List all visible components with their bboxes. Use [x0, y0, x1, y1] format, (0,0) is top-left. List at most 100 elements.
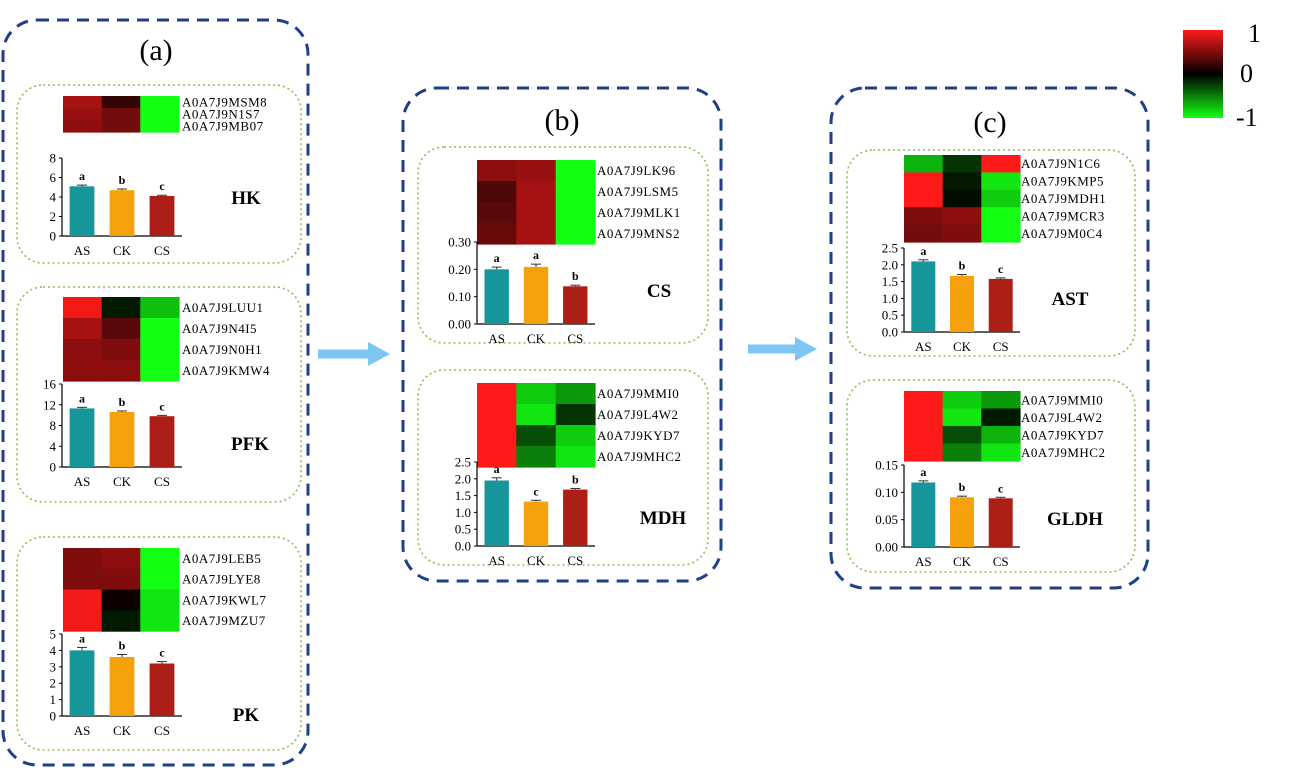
significance-letter: a — [533, 248, 539, 262]
heatmap — [63, 548, 180, 632]
y-tick-label: 3 — [50, 659, 57, 674]
significance-letter: a — [79, 391, 85, 405]
heatmap-cell — [555, 446, 596, 468]
significance-letter: c — [159, 179, 165, 193]
category-label: CS — [154, 723, 170, 738]
heatmap-cell — [555, 383, 596, 405]
heatmap-cell — [904, 426, 944, 445]
heatmap-cell — [942, 172, 982, 191]
enzyme-blocks: A0A7J9MSM8A0A7J9N1S7A0A7J9MB0702468aASbC… — [16, 84, 1136, 751]
color-scale-tick-mid: 0 — [1240, 59, 1253, 88]
enzyme-label: CS — [647, 281, 671, 302]
heatmap-cell — [63, 610, 103, 632]
significance-letter: c — [998, 262, 1004, 276]
category-label: CK — [113, 474, 132, 489]
category-label: CS — [567, 331, 583, 346]
color-scale-tick-min: -1 — [1236, 103, 1258, 132]
category-label: AS — [488, 331, 505, 346]
y-tick-label: 0.30 — [448, 235, 471, 250]
significance-letter: a — [920, 465, 926, 479]
gene-label: A0A7J9LK96 — [597, 163, 676, 178]
heatmap-cell — [140, 610, 180, 632]
enzyme-block-gldh: A0A7J9MMI0A0A7J9L4W2A0A7J9KYD7A0A7J9MHC2… — [846, 379, 1136, 573]
heatmap-cell — [101, 360, 141, 382]
bar-cs — [563, 286, 588, 324]
heatmap-cell — [477, 446, 517, 468]
y-tick-label: 0.00 — [875, 540, 898, 555]
heatmap-cell — [140, 318, 180, 340]
color-scale-tick-max: 1 — [1248, 19, 1261, 48]
enzyme-label: PK — [233, 705, 260, 726]
significance-letter: c — [998, 481, 1004, 495]
heatmap-cell — [63, 339, 103, 361]
heatmap-cell — [140, 120, 180, 133]
heatmap-cell — [904, 443, 944, 462]
category-label: CS — [993, 339, 1009, 354]
panel-c-title: (c) — [973, 106, 1006, 139]
gene-label: A0A7J9N1S7 — [182, 107, 260, 122]
heatmap-cell — [981, 443, 1021, 462]
y-tick-label: 0 — [50, 229, 57, 244]
heatmap-cell — [555, 202, 596, 224]
heatmap-cell — [101, 297, 141, 319]
significance-letter: c — [159, 646, 165, 660]
heatmap-cell — [140, 548, 180, 570]
enzyme-block-hk: A0A7J9MSM8A0A7J9N1S7A0A7J9MB0702468aASbC… — [16, 84, 302, 264]
heatmap-cell — [981, 207, 1021, 226]
gene-label: A0A7J9MHC2 — [1021, 445, 1105, 460]
heatmap-cell — [942, 189, 982, 208]
heatmap-cell — [63, 360, 103, 382]
bar-as — [69, 408, 95, 467]
gene-label: A0A7J9L4W2 — [597, 407, 679, 422]
heatmap-cell — [981, 189, 1021, 208]
heatmap-cell — [516, 181, 557, 203]
heatmap-cell — [101, 339, 141, 361]
gene-label: A0A7J9LUU1 — [182, 300, 264, 315]
y-tick-label: 2.0 — [882, 257, 898, 272]
significance-letter: c — [159, 399, 165, 413]
significance-letter: b — [572, 269, 579, 283]
heatmap — [904, 155, 1021, 243]
heatmap-cell — [140, 108, 180, 121]
heatmap-cell — [63, 96, 103, 109]
bar-as — [69, 650, 95, 716]
heatmap-cell — [101, 548, 141, 570]
bar-cs — [149, 416, 175, 467]
category-label: CK — [527, 553, 546, 568]
heatmap-cell — [904, 172, 944, 191]
significance-letter: a — [79, 169, 85, 183]
bar-ck — [523, 266, 549, 324]
y-tick-label: 1.5 — [882, 274, 898, 289]
y-tick-label: 0 — [50, 709, 57, 724]
heatmap-cell — [140, 360, 180, 382]
heatmap-cell — [63, 297, 103, 319]
gene-label: A0A7J9KYD7 — [597, 428, 680, 443]
color-scale-bar — [1183, 30, 1223, 118]
bar-as — [911, 482, 936, 547]
bar-ck — [109, 657, 135, 716]
enzyme-block-ast: A0A7J9N1C6A0A7J9KMP5A0A7J9MDH1A0A7J9MCR3… — [846, 149, 1136, 357]
category-label: AS — [74, 243, 91, 258]
heatmap-cell — [904, 408, 944, 427]
enzyme-box — [417, 369, 709, 566]
bar-as — [69, 186, 95, 236]
y-tick-label: 1.5 — [455, 488, 471, 503]
y-tick-label: 0.0 — [455, 539, 471, 554]
heatmap-cell — [516, 160, 557, 182]
bar-ck — [950, 497, 974, 547]
category-label: CK — [953, 339, 972, 354]
gene-label: A0A7J9L4W2 — [1021, 410, 1103, 425]
bar-as — [484, 269, 509, 324]
heatmap — [904, 391, 1021, 462]
gene-label: A0A7J9KMW4 — [182, 363, 270, 378]
category-label: AS — [74, 723, 91, 738]
heatmap-cell — [555, 425, 596, 447]
y-tick-label: 8 — [50, 151, 57, 166]
bar-cs — [563, 489, 588, 546]
enzyme-label: MDH — [640, 508, 687, 529]
heatmap-cell — [942, 426, 982, 445]
bar-cs — [149, 663, 175, 716]
